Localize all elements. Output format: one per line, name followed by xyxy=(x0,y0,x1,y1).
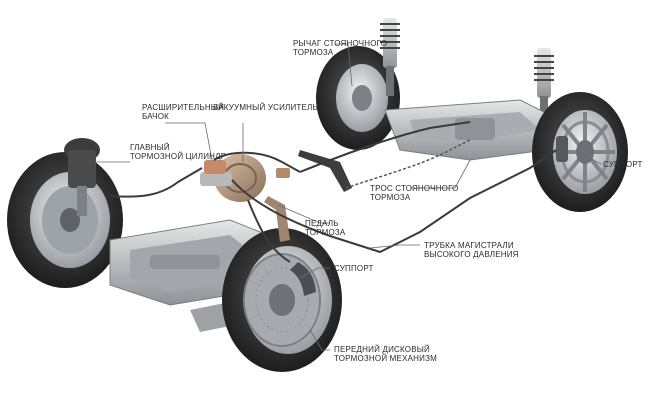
label-line: тормоза xyxy=(370,193,411,202)
label-line: бачок xyxy=(142,112,169,121)
vacuum-booster xyxy=(214,154,266,202)
label-vacuum-booster: Вакуумный усилитель xyxy=(213,103,318,112)
label-line: Трубка магистрали xyxy=(424,241,514,250)
label-line: тормозной механизм xyxy=(334,354,437,363)
rear-left-strut xyxy=(380,18,400,96)
label-line: Рычаг стояночного xyxy=(293,39,388,48)
brake-lines xyxy=(109,121,557,263)
parking-brake-lever xyxy=(298,150,352,192)
label-rear-caliper: Суппорт xyxy=(603,160,643,169)
label-line: Расширительный xyxy=(142,103,225,112)
front-caliper xyxy=(290,262,316,296)
label-line: Суппорт xyxy=(334,264,374,273)
label-master-cylinder: Главный тормозной цилиндр xyxy=(130,143,226,161)
master-cylinder xyxy=(200,172,232,186)
rear-axle-assembly xyxy=(316,18,628,212)
label-line: Суппорт xyxy=(603,160,643,169)
rear-right-wheel xyxy=(532,92,628,212)
brake-fluid-reservoir xyxy=(204,160,226,174)
label-line: Трос стояночного xyxy=(370,184,459,193)
label-reservoir: Расширительный бачок xyxy=(142,103,224,121)
rear-left-wheel xyxy=(316,46,400,150)
label-brake-pedal: Педаль тормоза xyxy=(305,219,345,237)
front-right-wheel xyxy=(222,228,342,372)
rear-caliper xyxy=(556,136,568,162)
front-left-strut xyxy=(64,138,100,216)
steering-rack xyxy=(150,255,220,269)
label-line: тормоза xyxy=(305,228,346,237)
label-line: высокого давления xyxy=(424,250,519,259)
leader-lines xyxy=(95,43,602,351)
label-parking-brake-cable: Трос стояночного тормоза xyxy=(370,184,459,202)
parking-brake-cable xyxy=(345,139,471,189)
front-axle-assembly xyxy=(7,138,342,372)
label-line: Передний дисковый xyxy=(334,345,430,354)
label-line: Вакуумный усилитель xyxy=(213,103,318,112)
label-line: тормоза xyxy=(293,48,334,57)
label-front-caliper: Суппорт xyxy=(334,264,374,273)
hydraulic-components xyxy=(200,150,352,242)
label-line: тормозной цилиндр xyxy=(130,152,227,161)
label-high-pressure-line: Трубка магистрали высокого давления xyxy=(424,241,519,259)
front-left-wheel xyxy=(7,152,123,288)
label-line: Педаль xyxy=(305,219,339,228)
label-parking-brake-lever: Рычаг стояночного тормоза xyxy=(293,39,387,57)
label-front-disc-brake: Передний дисковый тормозной механизм xyxy=(334,345,437,363)
rear-right-strut xyxy=(534,48,554,126)
rear-differential xyxy=(455,118,495,140)
label-line: Главный xyxy=(130,143,170,152)
